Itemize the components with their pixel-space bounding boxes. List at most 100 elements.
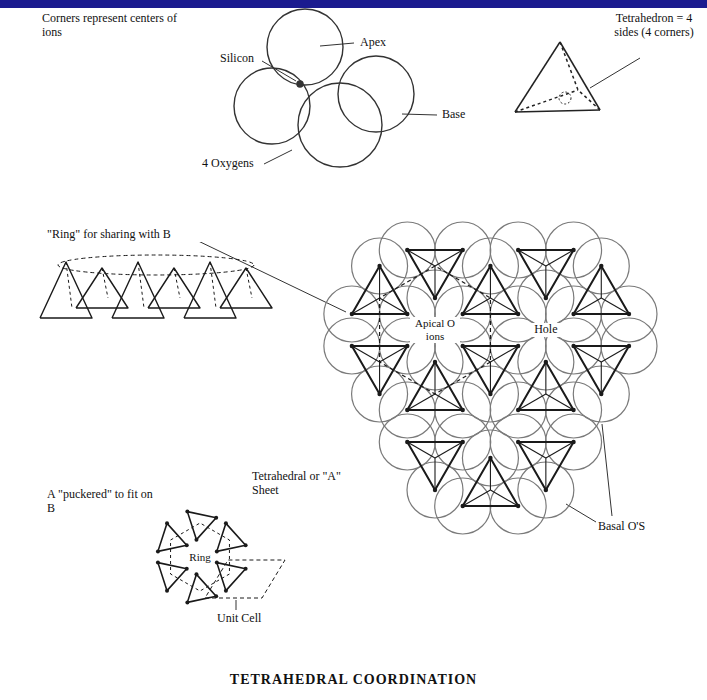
tetra-hidden-edge: [578, 90, 600, 110]
part-label: Basal O'S: [596, 520, 647, 534]
tetrahedron-sketch: [112, 262, 164, 318]
ring-sketch: [40, 255, 272, 318]
tetrahedron-base: [352, 346, 407, 394]
tetrahedron-base: [187, 574, 216, 602]
tetrahedral-sheet: [324, 222, 657, 534]
basal-dot: [461, 504, 465, 508]
basal-dot: [461, 344, 465, 348]
tetrahedron-edge: [490, 346, 518, 362]
tetrahedron-edge: [434, 266, 435, 298]
tetrahedron-edge: [352, 346, 380, 362]
tetrahedron-edge: [407, 250, 435, 266]
tetrahedron-sketch: [220, 268, 272, 308]
oxygen-sphere: [338, 56, 414, 132]
tetrahedron-edge: [574, 346, 602, 362]
oxygen-dot: [224, 521, 228, 525]
basal-dot: [488, 264, 492, 268]
oxygen-sphere: [267, 9, 343, 85]
tetrahedron-edge: [407, 394, 435, 410]
tetrahedron-edge: [574, 298, 602, 314]
oxygen-dot: [214, 516, 218, 520]
basal-dot: [377, 392, 381, 396]
tetra-edge: [515, 42, 560, 112]
tetrahedron-edge: [490, 266, 491, 298]
hidden-edge: [246, 268, 252, 298]
tetrahedron-base: [158, 563, 187, 591]
part-label: Hole: [532, 323, 559, 337]
tetrahedron-edge: [518, 250, 546, 266]
part-label: Apex: [358, 36, 388, 50]
part-label: Unit Cell: [215, 612, 263, 626]
part-label: A "puckered" to fit on B: [45, 488, 155, 516]
basal-dot: [516, 440, 520, 444]
tetrahedron-edge: [380, 298, 408, 314]
tetrahedron-edge: [490, 298, 518, 314]
tetrahedron-edge: [407, 442, 435, 458]
silicon-dot: [297, 81, 303, 87]
hidden-edge: [66, 262, 72, 308]
unit-cell-outline: [205, 560, 285, 598]
oxygen-dot: [194, 538, 198, 542]
tetrahedron-edge: [546, 250, 574, 266]
oxygen-dot: [244, 543, 248, 547]
oxygen-dot: [215, 561, 219, 565]
ring-outline: [380, 266, 491, 394]
tetrahedron-edge: [463, 298, 491, 314]
puckered-sheet: [156, 510, 285, 605]
tetrahedron-base: [574, 266, 629, 314]
hidden-edge: [210, 262, 216, 308]
tetrahedron-figure: [515, 42, 600, 112]
oxygen-dot: [165, 589, 169, 593]
oxygen-dot: [165, 521, 169, 525]
tetrahedron-edge: [435, 394, 463, 410]
tetrahedron-edge: [463, 346, 491, 362]
figure-caption: TETRAHEDRAL COORDINATION: [0, 672, 707, 688]
ring-ellipse: [58, 255, 254, 275]
oxygen-dot: [215, 549, 219, 553]
part-label: Apical O ions: [410, 317, 460, 342]
tetrahedron-base: [574, 346, 629, 394]
basal-dot: [516, 504, 520, 508]
leader-line: [566, 504, 596, 522]
tetrahedron-sketch: [40, 262, 92, 318]
basal-dot: [599, 264, 603, 268]
leader-line: [262, 61, 296, 81]
basal-dot: [544, 296, 548, 300]
part-label: Tetrahedron = 4 sides (4 corners): [612, 12, 696, 40]
tetrahedron-base: [407, 362, 462, 410]
leader-group: [192, 43, 640, 610]
basal-dot: [350, 312, 354, 316]
tetrahedron-edge: [380, 346, 408, 362]
tetrahedron-edge: [545, 458, 546, 490]
tetrahedron-edge: [490, 458, 491, 490]
oxygen-dot: [156, 549, 160, 553]
tetrahedron-edge: [435, 250, 463, 266]
oxygen-dot: [185, 600, 189, 604]
tetrahedron-edge: [352, 298, 380, 314]
tetrahedron-edge: [545, 266, 546, 298]
tetrahedron-edge: [379, 266, 380, 298]
basal-dot: [571, 248, 575, 252]
tetrahedron-base: [407, 442, 462, 490]
basal-dot: [516, 312, 520, 316]
part-label: Tetrahedral or "A" Sheet: [250, 470, 360, 498]
basal-dot: [405, 344, 409, 348]
leader-line: [192, 238, 346, 312]
sphere-group: [234, 9, 414, 167]
tetrahedron-base: [463, 458, 518, 506]
part-label: "Ring" for sharing with B: [45, 228, 245, 242]
part-label: 4 Oxygens: [200, 157, 256, 171]
basal-dot: [461, 440, 465, 444]
basal-dot: [571, 312, 575, 316]
basal-dot: [405, 248, 409, 252]
leader-line: [402, 114, 437, 115]
oxygen-dot: [185, 567, 189, 571]
basal-dot: [488, 392, 492, 396]
part-label: Corners represent centers of ions: [40, 12, 190, 40]
tetrahedron-edge: [518, 394, 546, 410]
basal-dot: [627, 344, 631, 348]
tetrahedron-edge: [518, 442, 546, 458]
tetrahedron-edge: [601, 298, 629, 314]
basal-dot: [377, 264, 381, 268]
